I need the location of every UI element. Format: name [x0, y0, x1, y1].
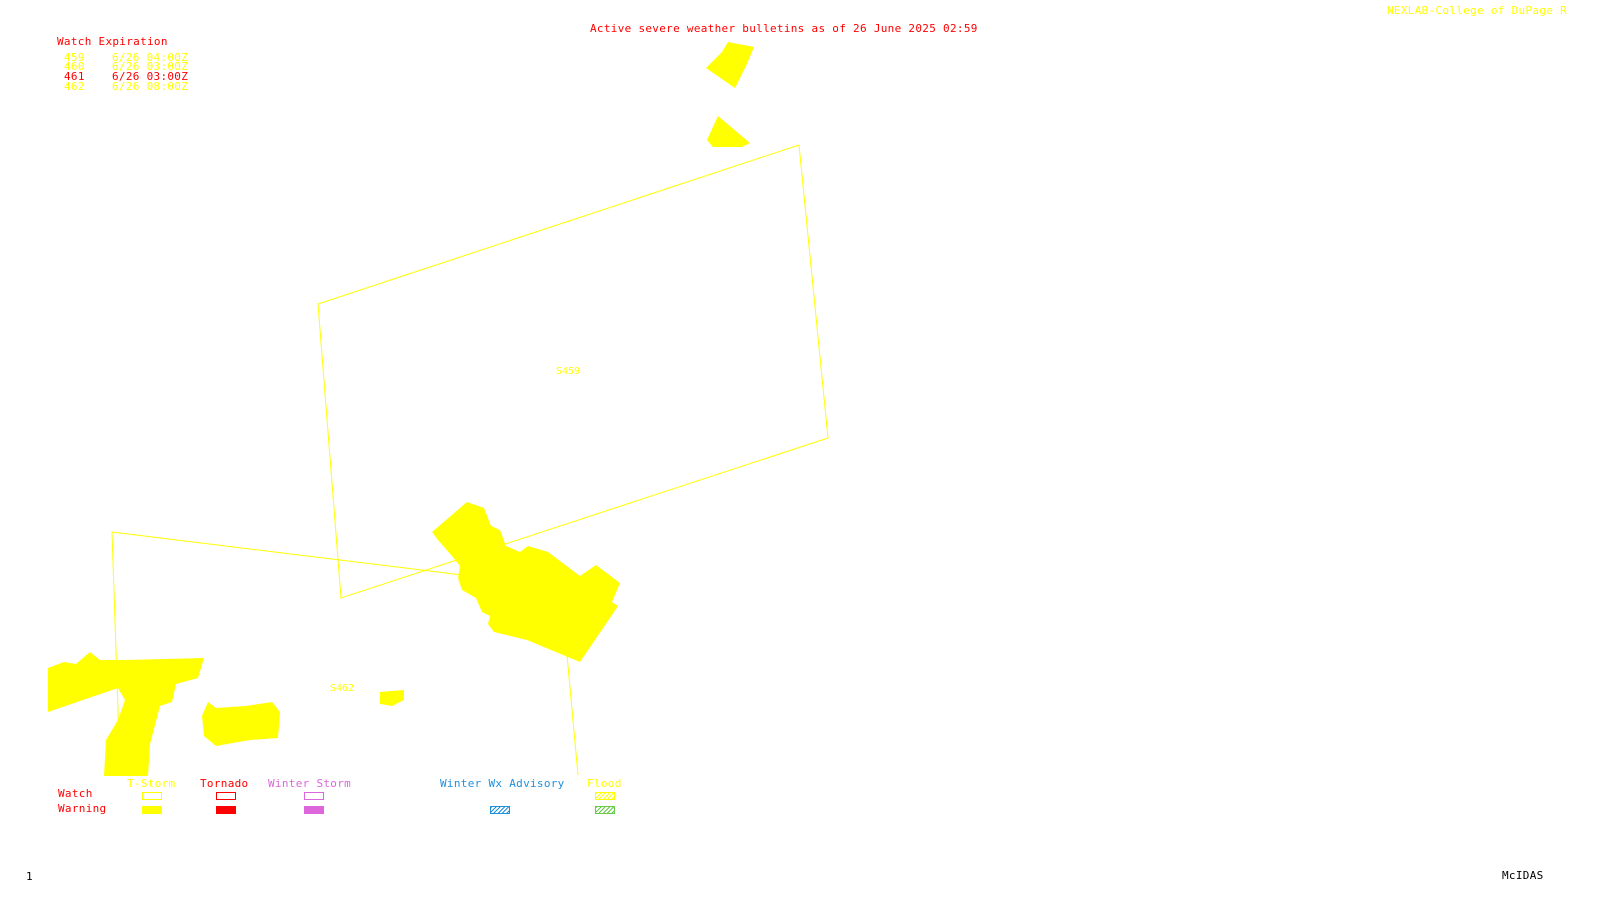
- frame-number: 1: [26, 870, 33, 883]
- watch-459-outline: [317, 144, 829, 599]
- legend-row-warning: Warning: [58, 802, 107, 815]
- legend-swatch-tornado-warning: [216, 806, 236, 814]
- legend-swatch-winter-wx-advisory-warning: [490, 806, 510, 814]
- legend-swatch-winter-storm-warning: [304, 806, 324, 814]
- warning-polygon-central: [432, 502, 620, 662]
- warning-polygon-southwest: [48, 652, 204, 776]
- watch-id-460: 460: [64, 60, 85, 73]
- watch-time-460: 6/26 03:00Z: [112, 60, 189, 73]
- watch-462-outline-east: [566, 654, 579, 776]
- legend-swatch-t-storm-watch: [142, 792, 162, 800]
- legend-label-winter-wx-advisory: Winter Wx Advisory: [440, 777, 565, 790]
- legend-swatch-flood-warning: [595, 806, 615, 814]
- legend-label-tornado: Tornado: [200, 777, 249, 790]
- legend-label-flood: Flood: [587, 777, 622, 790]
- watch-id-461: 461: [64, 70, 85, 83]
- legend-swatch-flood-watch: [595, 792, 615, 800]
- warning-polygon-small: [380, 690, 404, 706]
- watch-expiration-heading: Watch Expiration: [57, 35, 168, 48]
- watch-id-462: 462: [64, 80, 85, 93]
- legend-swatch-tornado-watch: [216, 792, 236, 800]
- legend-row-watch: Watch: [58, 787, 93, 800]
- legend-swatch-winter-storm-watch: [304, 792, 324, 800]
- page-title: Active severe weather bulletins as of 26…: [590, 22, 978, 35]
- legend-label-t-storm: T-Storm: [127, 777, 176, 790]
- watch-time-461: 6/26 03:00Z: [112, 70, 189, 83]
- watch-label-459: S459: [556, 366, 580, 377]
- legend-swatch-t-storm-warning: [142, 806, 162, 814]
- watch-time-462: 6/26 08:00Z: [112, 80, 189, 93]
- warning-polygon-north-2: [707, 116, 750, 147]
- legend-label-winter-storm: Winter Storm: [268, 777, 352, 790]
- watch-time-459: 6/26 04:00Z: [112, 51, 189, 64]
- software-label: McIDAS: [1502, 869, 1544, 882]
- source-credit: NEXLAB-College of DuPage R: [1387, 4, 1567, 17]
- watch-462-outline: [111, 531, 463, 771]
- warning-polygon-south: [202, 702, 280, 746]
- watch-label-462: S462: [330, 683, 354, 694]
- watch-id-459: 459: [64, 51, 85, 64]
- warning-polygon-north: [706, 42, 754, 88]
